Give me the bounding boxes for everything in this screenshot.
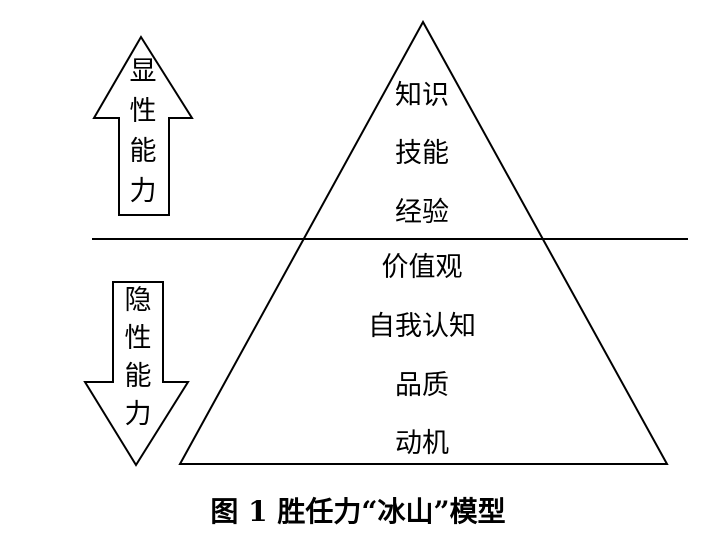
label-experience: 经验	[395, 197, 449, 228]
explicit-label-char-1: 显	[129, 56, 157, 87]
explicit-label-char-2: 性	[129, 96, 157, 127]
figure-caption: 图 1 胜任力“冰山”模型	[210, 495, 506, 528]
label-values: 价值观	[381, 252, 463, 283]
implicit-label-char-1: 隐	[124, 285, 152, 316]
label-skills: 技能	[395, 138, 449, 169]
implicit-label-char-2: 性	[124, 323, 152, 354]
label-self-concept: 自我认知	[368, 311, 476, 342]
label-knowledge: 知识	[395, 80, 449, 111]
explicit-label-char-3: 能	[129, 136, 157, 167]
iceberg-triangle	[178, 19, 669, 465]
label-traits: 品质	[395, 370, 449, 401]
explicit-label-char-4: 力	[129, 176, 157, 207]
implicit-label-char-4: 力	[124, 399, 152, 430]
down-arrow-icon	[83, 281, 190, 467]
label-motives: 动机	[395, 428, 449, 459]
implicit-label-char-3: 能	[124, 361, 152, 392]
up-arrow-icon	[92, 35, 194, 216]
